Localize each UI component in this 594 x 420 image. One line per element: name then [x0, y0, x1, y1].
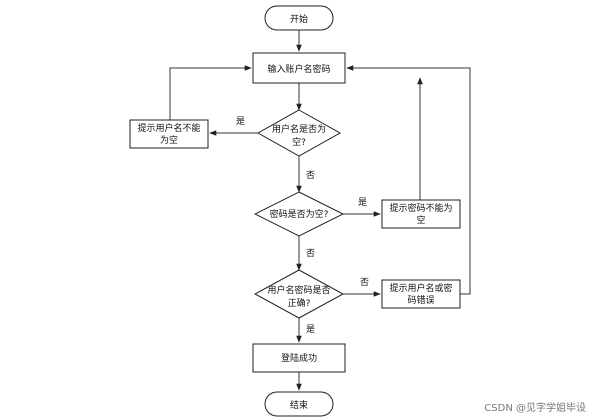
login-success-label: 登陆成功 [281, 352, 317, 364]
edge-usermsg-input [169, 65, 252, 120]
user-empty-decision: 用户名是否为 空? [256, 109, 342, 157]
user-empty-message-line2: 为空 [160, 134, 178, 146]
user-empty-decision-line2: 空? [292, 136, 306, 148]
end-terminator: 结束 [264, 391, 334, 417]
start-label: 开始 [290, 13, 308, 25]
credentials-correct-decision: 用户名密码是否 正确? [253, 269, 345, 319]
label-no-correct: 否 [360, 277, 369, 288]
password-empty-message-line1: 提示密码不能为 [389, 202, 452, 214]
start-terminator: 开始 [264, 5, 334, 31]
credentials-wrong-message: 提示用户名或密 码错误 [381, 279, 461, 309]
user-empty-decision-line1: 用户名是否为 [272, 123, 326, 135]
edge-wrongmsg-input [346, 65, 471, 295]
edges [169, 30, 471, 391]
input-process: 输入账户名密码 [252, 52, 346, 84]
credentials-correct-decision-line2: 正确? [288, 297, 311, 309]
user-empty-message-line1: 提示用户名不能 [137, 122, 200, 134]
end-label: 结束 [290, 399, 308, 411]
user-empty-message: 提示用户名不能 为空 [129, 119, 209, 149]
label-yes-pwd: 是 [358, 197, 367, 208]
label-yes-user: 是 [236, 116, 245, 127]
label-no-user: 否 [306, 170, 315, 181]
credentials-wrong-message-line2: 码错误 [407, 294, 434, 306]
password-empty-message: 提示密码不能为 空 [381, 199, 461, 229]
credentials-wrong-message-line1: 提示用户名或密 [389, 282, 452, 294]
watermark: CSDN @见字学姐毕设 [484, 403, 586, 414]
credentials-correct-decision-line1: 用户名密码是否 [267, 284, 330, 296]
password-empty-decision-label: 密码是否为空? [270, 208, 329, 220]
label-yes-correct: 是 [306, 324, 315, 335]
login-success-process: 登陆成功 [252, 343, 346, 373]
password-empty-message-line2: 空 [416, 214, 425, 226]
label-no-pwd: 否 [306, 248, 315, 259]
input-label: 输入账户名密码 [267, 63, 330, 75]
password-empty-decision: 密码是否为空? [253, 191, 345, 237]
